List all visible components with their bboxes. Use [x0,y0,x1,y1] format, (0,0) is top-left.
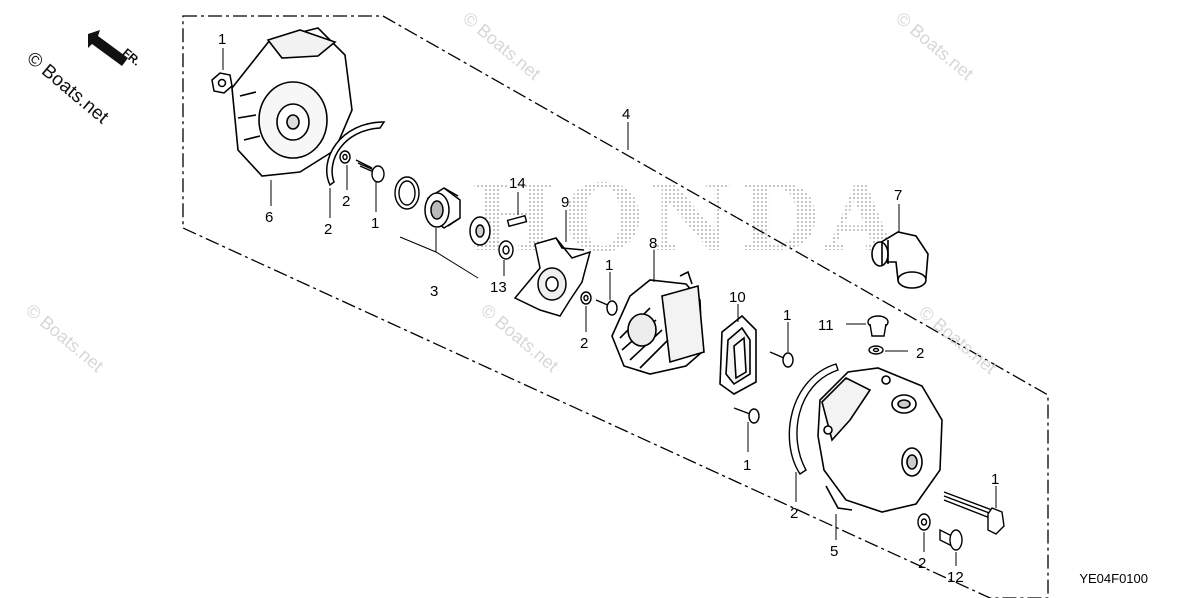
part-2-washer [868,345,884,355]
callout-1: 1 [743,457,751,474]
part-3-oring [394,176,420,210]
front-direction-arrow [88,30,128,66]
part-12-drain-plug [939,528,963,551]
part-9-impeller-guide [513,237,592,317]
callout-1: 1 [991,471,999,488]
part-11-plug [867,315,889,337]
callout-2: 2 [918,555,926,572]
part-2-washer [917,513,931,531]
callout-14: 14 [509,175,526,192]
callout-2: 2 [790,505,798,522]
part-6-casing [231,27,353,177]
callout-11: 11 [818,317,834,334]
callout-1: 1 [783,307,791,324]
part-1-bolt [733,407,760,424]
part-2-washer [339,150,351,164]
callout-2: 2 [580,335,588,352]
part-2-large-oring [788,363,839,475]
callout-2: 2 [342,193,350,210]
part-7-elbow [871,231,929,289]
part-5-pump-cover [817,367,943,513]
callout-10: 10 [729,289,746,306]
callout-12: 12 [947,569,964,586]
honda-background-logo: HONDA [470,164,902,272]
part-14-key [506,214,528,228]
part-10-gasket [719,314,757,395]
part-2-washer [580,291,592,305]
callout-2: 2 [324,221,332,238]
part-3-seal-ring [469,216,491,246]
callout-7: 7 [894,187,902,204]
brand-watermark: © Boats.net [22,12,162,128]
callout-8: 8 [649,235,657,252]
callout-6: 6 [265,209,273,226]
callout-1: 1 [371,215,379,232]
callout-3: 3 [430,283,438,300]
part-8-impeller [611,270,705,375]
callout-1: 1 [605,257,613,274]
part-1-bolt [769,351,794,368]
callout-1: 1 [218,31,226,48]
part-2-oring-arc [326,121,386,187]
part-1-bolt [595,299,618,316]
part-3-bracket [399,236,479,279]
part-1-nut [211,72,233,94]
part-13-washer [498,240,514,260]
callouts: 1 6 2 2 1 3 14 13 9 8 4 7 1 2 10 1 11 2 … [218,31,999,586]
part-3-mechanical-seal [424,187,461,229]
diagram-code: YE04F0100 [1079,571,1148,586]
callout-9: 9 [561,194,569,211]
callout-13: 13 [490,279,507,296]
callout-5: 5 [830,543,838,560]
part-1-long-bolt [943,491,1005,535]
callout-4: 4 [622,106,630,123]
callout-2: 2 [916,345,924,362]
part-1-bolt [355,159,385,183]
